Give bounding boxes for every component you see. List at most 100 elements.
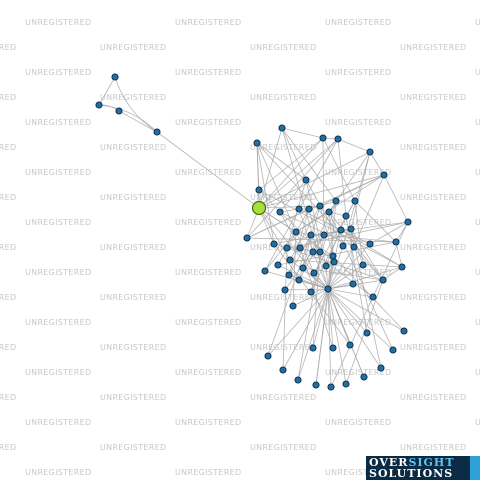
edge-N04-N24 — [350, 151, 371, 230]
edge-H1-N10 — [256, 142, 260, 191]
watermark-text: UNREGISTERED — [400, 243, 467, 252]
watermark-text: UNREGISTERED — [475, 368, 480, 377]
watermark-text: UNREGISTERED — [175, 68, 242, 77]
watermark-text: UNREGISTERED — [250, 393, 317, 402]
edge-N39-N12 — [279, 211, 335, 263]
watermark-text: UNREGISTERED — [100, 143, 167, 152]
network-node-N61 — [294, 376, 302, 384]
edge-F-A4 — [156, 131, 260, 209]
network-node-N10 — [253, 139, 261, 147]
edge-N57-N19 — [328, 211, 394, 351]
edge-N46-N20 — [292, 231, 297, 307]
watermark-text: UNREGISTERED — [25, 168, 92, 177]
edge-N23-N27 — [299, 229, 342, 249]
edge-N60-N26 — [282, 247, 288, 371]
watermark-text: UNREGISTERED — [25, 368, 92, 377]
edge-A4-A2 — [98, 104, 158, 133]
edge-N45-N51 — [327, 288, 405, 332]
network-node-N32 — [350, 243, 358, 251]
network-node-A1 — [111, 73, 119, 81]
watermark-text: UNREGISTERED — [175, 18, 242, 27]
edge-N03-N13 — [298, 138, 339, 210]
watermark-text: UNREGISTERED — [400, 143, 467, 152]
edge-N04-N05 — [369, 151, 385, 176]
edge-N45-N60 — [282, 288, 329, 371]
edge-N32-N05 — [353, 174, 385, 248]
watermark-text: UNREGISTERED — [100, 93, 167, 102]
edge-N45-N46 — [292, 288, 329, 307]
network-node-N53 — [346, 341, 354, 349]
network-node-N19 — [325, 208, 333, 216]
network-node-N22 — [320, 231, 328, 239]
network-node-N01 — [278, 124, 286, 132]
network-node-N05 — [380, 171, 388, 179]
edge-N37-N10 — [256, 142, 315, 274]
watermark-text: UNREGISTERED — [0, 43, 17, 52]
edge-N45-N38 — [325, 265, 329, 290]
watermark-text: UNREGISTERED — [400, 343, 467, 352]
network-node-N38 — [322, 262, 330, 270]
edge-N58-N24 — [350, 228, 382, 369]
network-node-N03 — [334, 135, 342, 143]
watermark-text: UNREGISTERED — [25, 418, 92, 427]
watermark-text: UNREGISTERED — [100, 193, 167, 202]
network-node-N18 — [342, 212, 350, 220]
edge-N41-N14 — [288, 208, 310, 276]
logo-word-solutions: SOLUTIONS — [369, 467, 454, 480]
watermark-text: UNREGISTERED — [325, 268, 392, 277]
watermark-text: UNREGISTERED — [25, 468, 92, 477]
edge-N03-N18 — [337, 138, 347, 217]
edge-N01-N16 — [281, 127, 337, 202]
watermark-text: UNREGISTERED — [0, 393, 17, 402]
watermark-text: UNREGISTERED — [0, 193, 17, 202]
network-node-N62 — [312, 381, 320, 389]
edge-N61-N22 — [297, 234, 325, 381]
network-node-N30 — [329, 252, 337, 260]
edge-N45-N33 — [327, 243, 371, 290]
watermark-text: UNREGISTERED — [0, 293, 17, 302]
edge-H1-N02 — [258, 137, 324, 191]
edge-N45-N01 — [281, 127, 329, 290]
watermark-text: UNREGISTERED — [100, 393, 167, 402]
network-node-H1 — [255, 186, 263, 194]
network-node-N21 — [307, 231, 315, 239]
edge-N33-N13 — [298, 208, 371, 245]
watermark-text: UNREGISTERED — [100, 243, 167, 252]
watermark-text: UNREGISTERED — [325, 368, 392, 377]
watermark-text: UNREGISTERED — [250, 293, 317, 302]
watermark-text: UNREGISTERED — [25, 18, 92, 27]
edge-F-N01 — [258, 127, 283, 209]
watermark-text: UNREGISTERED — [475, 168, 480, 177]
edge-A4-A1 — [114, 76, 158, 133]
oversight-solutions-logo: OVERSIGHT SOLUTIONS — [366, 456, 480, 480]
network-node-N27 — [296, 244, 304, 252]
network-node-N37 — [310, 269, 318, 277]
edge-N05-N15 — [319, 174, 385, 207]
edge-H2-N14 — [246, 208, 310, 239]
edge-A2-A1 — [98, 76, 116, 106]
network-node-A4 — [153, 128, 161, 136]
watermark-text: UNREGISTERED — [475, 18, 480, 27]
watermark-text: UNREGISTERED — [250, 143, 317, 152]
network-node-N58 — [377, 364, 385, 372]
edge-N45-N44 — [327, 264, 364, 290]
watermark-text: UNREGISTERED — [25, 68, 92, 77]
network-node-N60 — [279, 366, 287, 374]
network-node-N57 — [389, 346, 397, 354]
edge-N44-N17 — [354, 200, 364, 266]
watermark-text: UNREGISTERED — [325, 168, 392, 177]
edge-F-N02 — [258, 137, 324, 209]
network-node-N43 — [307, 288, 315, 296]
edge-N37-N17 — [313, 200, 356, 274]
edge-N02-N22 — [322, 137, 325, 236]
watermark-text: UNREGISTERED — [325, 68, 392, 77]
watermark-text: UNREGISTERED — [475, 118, 480, 127]
network-node-N64 — [342, 380, 350, 388]
edge-N45-N56 — [267, 288, 329, 357]
edge-N62-N30 — [315, 255, 334, 386]
logo-word-over: OVER — [369, 456, 409, 469]
network-node-N26 — [283, 244, 291, 252]
network-node-N29 — [316, 248, 324, 256]
network-node-N07 — [392, 238, 400, 246]
